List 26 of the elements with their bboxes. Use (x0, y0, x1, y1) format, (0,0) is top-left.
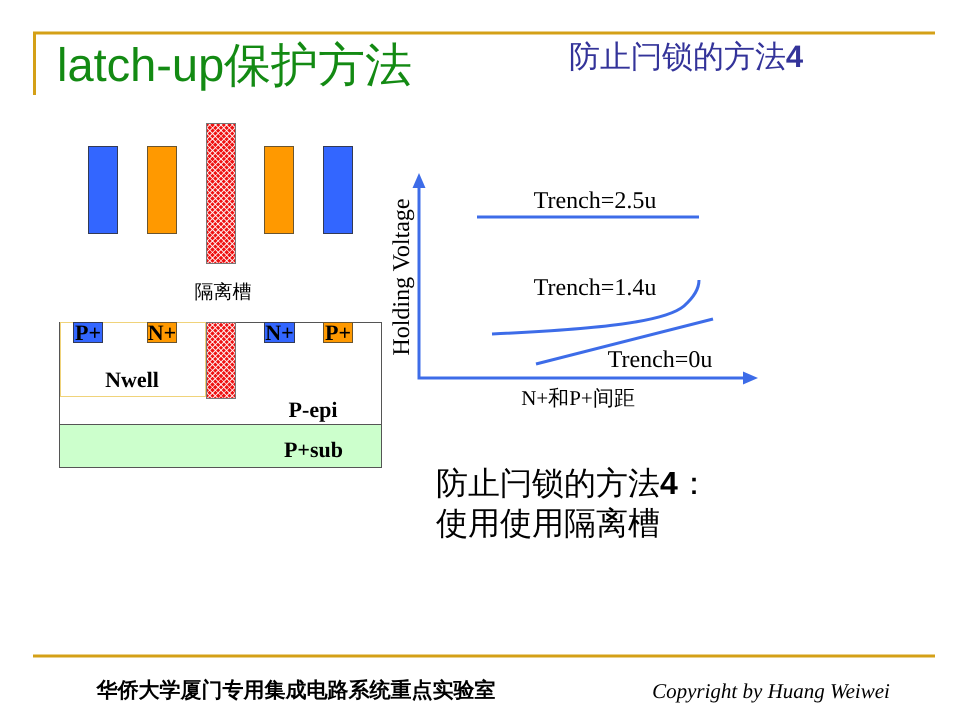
well-region (60, 322, 206, 397)
axis-title: Holding Voltage (389, 198, 416, 356)
well-label: Nwell (105, 367, 159, 393)
diffusion-region: P+ (323, 322, 353, 343)
note-text: 防止闩锁的方法4：使用使用隔离槽 (436, 464, 711, 543)
layout-strip (264, 146, 294, 234)
slide-title: latch-up保护方法 (57, 38, 412, 92)
diffusion-region: N+ (264, 322, 295, 343)
subtitle: 防止闩锁的方法4 (568, 39, 804, 75)
layer-label: P-epi (288, 397, 338, 423)
trench-strip (206, 123, 236, 264)
curve-label: Trench=1.4u (534, 275, 656, 303)
curve-label: Trench=2.5u (534, 188, 656, 216)
trench-region (206, 322, 236, 399)
substrate-layer: P+sub (59, 424, 382, 468)
diffusion-region: N+ (147, 322, 177, 343)
layout-strip (88, 146, 118, 234)
diffusion-region: P+ (73, 322, 103, 343)
axis-title: N+和P+间距 (521, 386, 635, 410)
trench-label: 隔离槽 (194, 282, 252, 304)
curve-label: Trench=0u (608, 347, 712, 375)
layout-strip (147, 146, 177, 234)
layout-strip (323, 146, 353, 234)
copyright-text: Copyright by Huang Weiwei (652, 678, 890, 704)
epi-layer (59, 322, 382, 425)
footer-text: 华侨大学厦门专用集成电路系统重点实验室 (96, 678, 496, 702)
